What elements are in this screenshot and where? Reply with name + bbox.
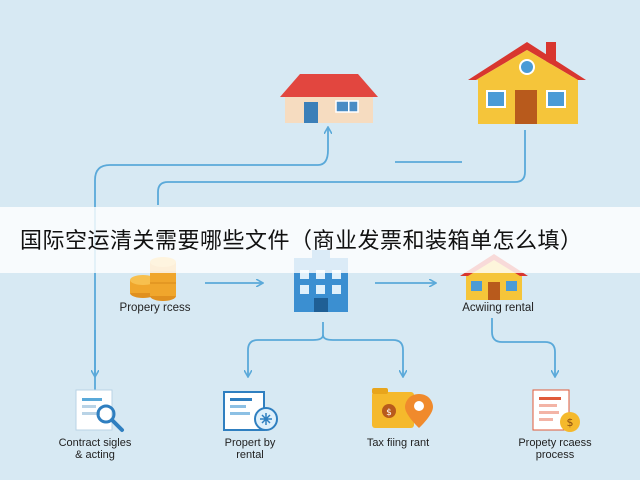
title-banner [0,207,640,273]
label-bottom-1-line2: & acting [75,449,115,461]
connector-arrows [95,128,555,395]
label-left-middle: Propery rcess [119,302,191,314]
document-dollar-icon: $ [532,389,580,432]
label-bottom-4-line2: process [535,449,575,461]
document-search-icon [75,389,124,432]
document-stamp-icon [223,391,278,431]
label-bottom-1-line1: Contract sigles [58,437,132,449]
large-house-icon [468,42,586,124]
tax-folder-location-icon: $ [372,388,433,428]
page-title: 国际空运清关需要哪些文件（商业发票和装箱单怎么填） [20,229,583,254]
label-bottom-2-line1: Propert by [224,437,276,449]
small-house-icon [280,74,378,123]
arrow-building-branch-left [248,322,324,376]
arrow-right-house-link [157,130,526,205]
arrow-rental-down [491,318,555,376]
label-bottom-4-line1: Propety rcaess [518,437,592,449]
label-right-middle: Acwiing rental [462,302,534,314]
arrow-building-branch-right [322,334,403,376]
label-bottom-3-line1: Tax fiing rant [366,437,430,449]
svg-text:$: $ [386,408,392,418]
svg-text:$: $ [567,416,574,429]
arrow-left-down [94,128,328,395]
label-bottom-2-line2: rental [236,449,264,461]
